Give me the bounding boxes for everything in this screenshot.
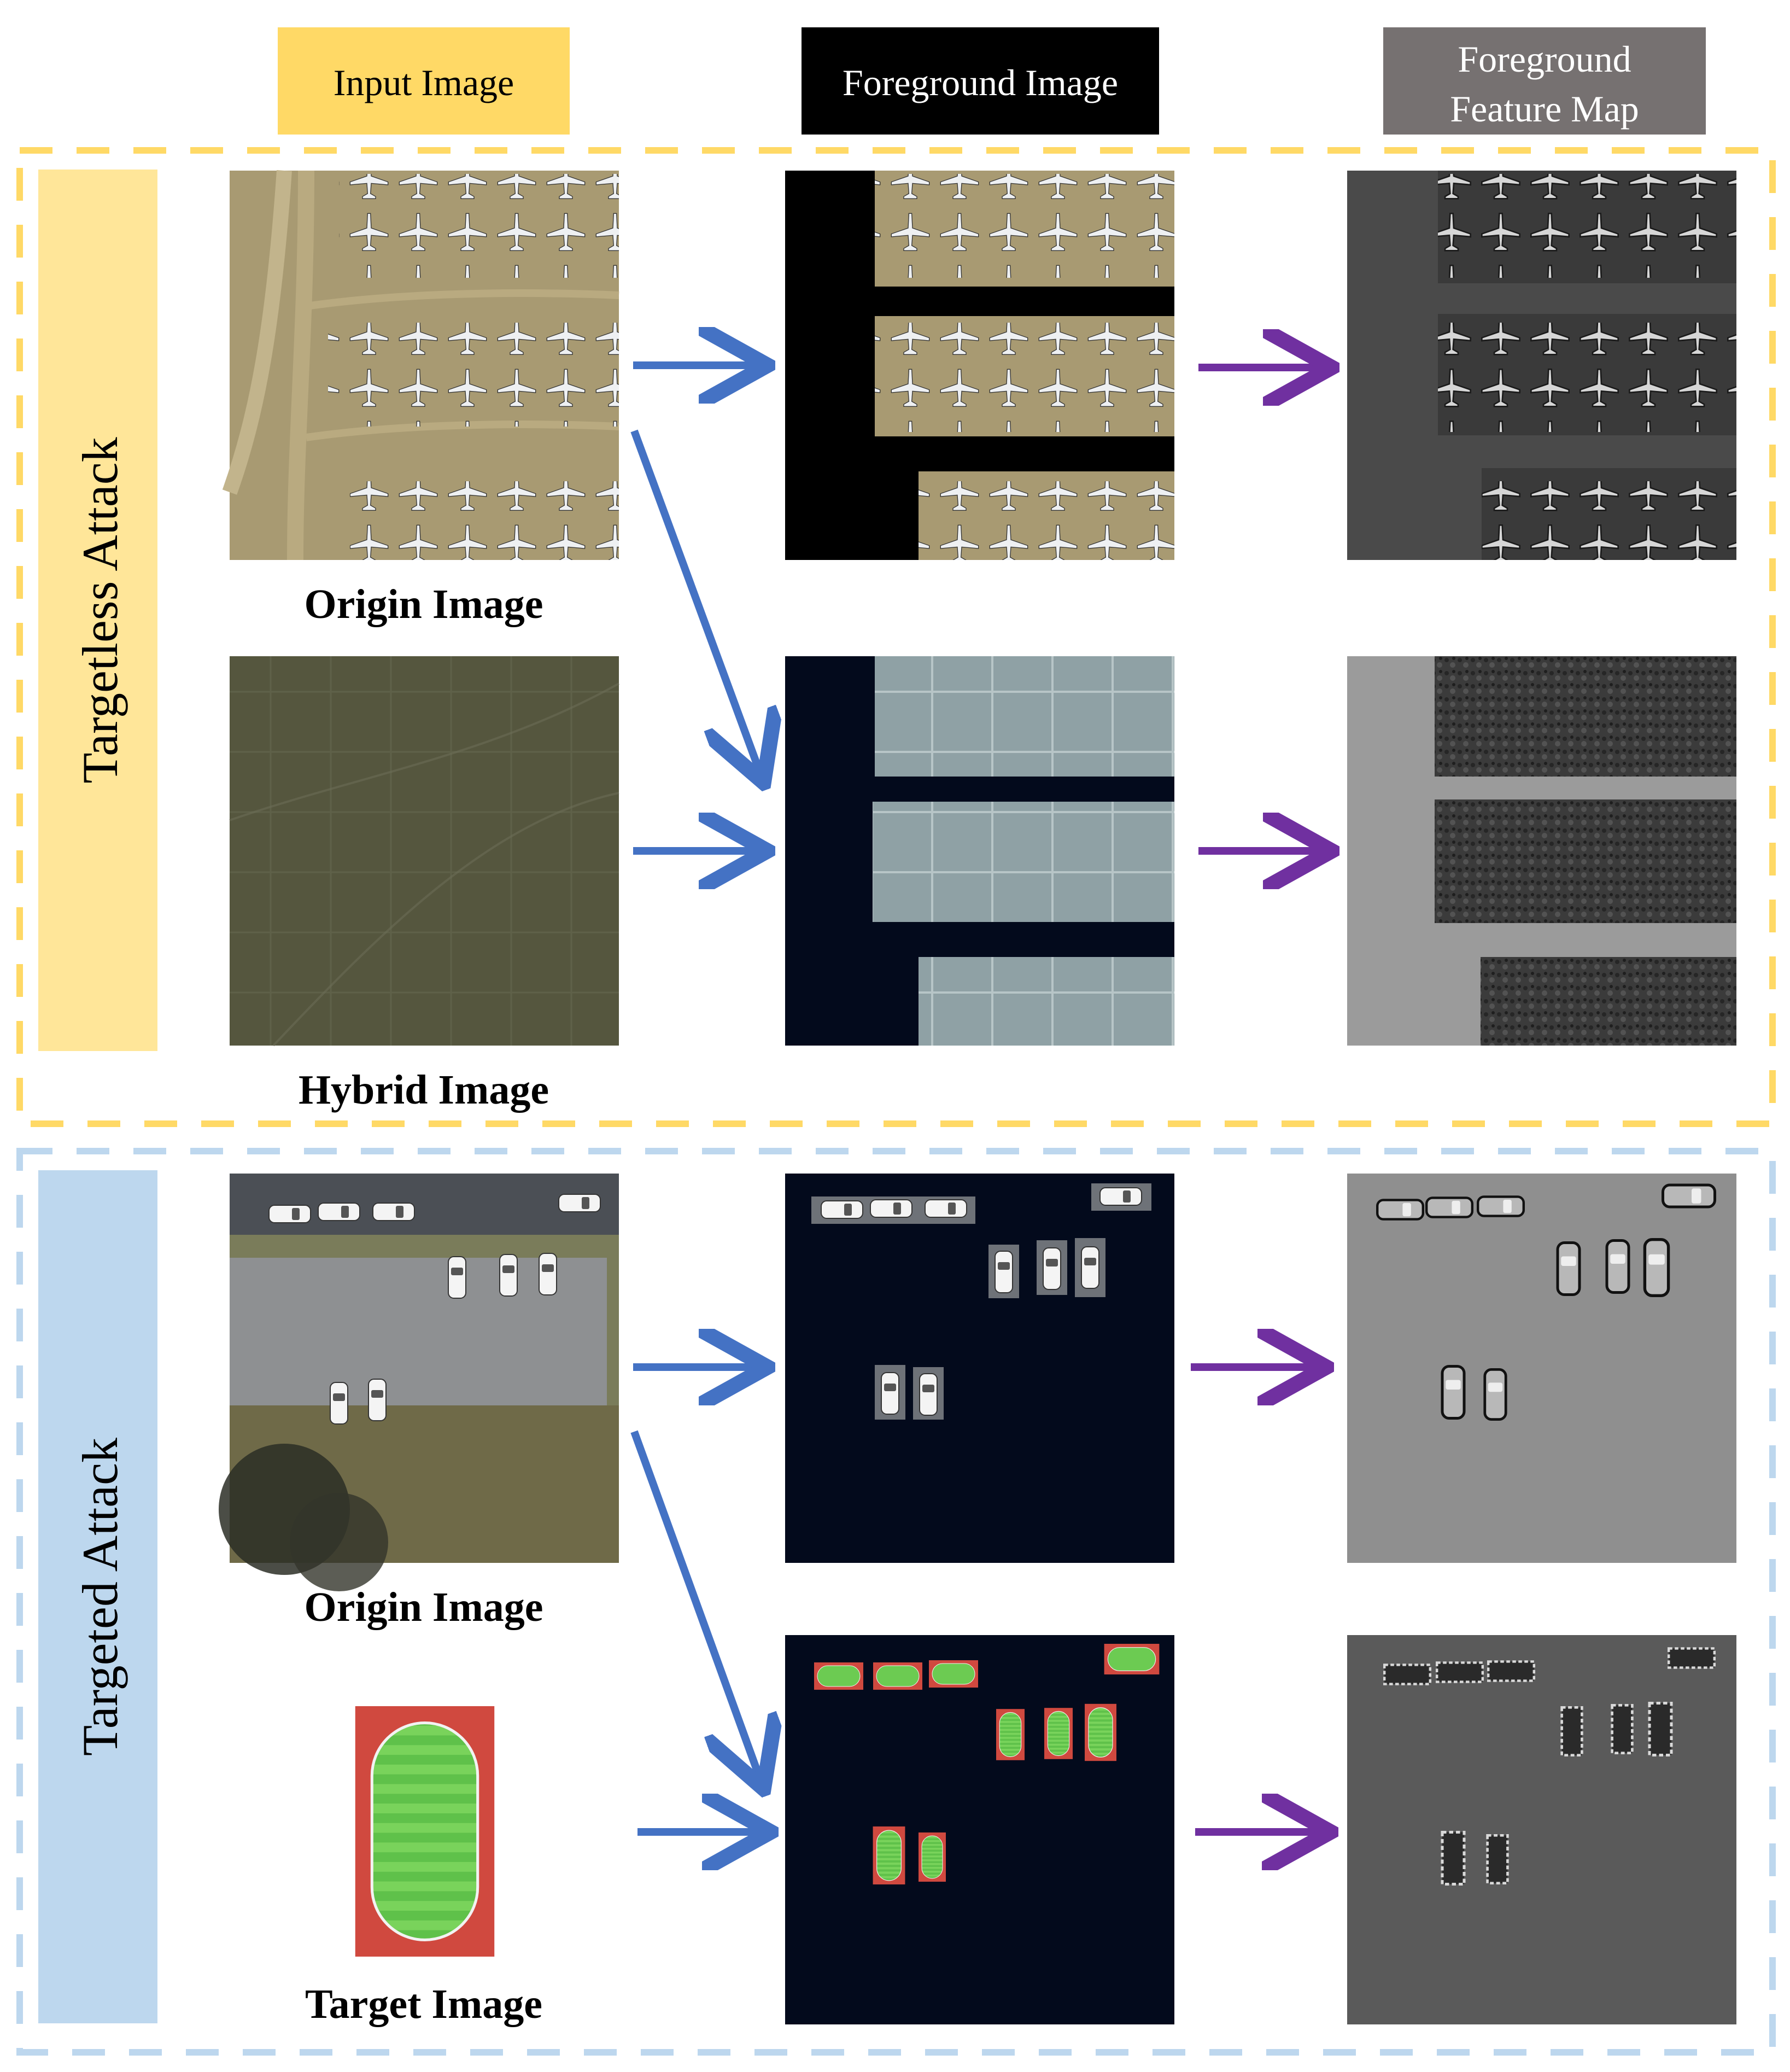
foreground-image-hybrid: [785, 656, 1174, 1046]
car-icon: [558, 1194, 601, 1212]
car-icon: [1478, 1196, 1524, 1216]
targetless-label: Targetless Attack: [72, 437, 128, 783]
car-icon: [821, 1200, 863, 1219]
caption-origin-image-2: Origin Image: [305, 1584, 543, 1630]
caption-hybrid-image: Hybrid Image: [299, 1067, 549, 1113]
car-icon: [1485, 1369, 1506, 1419]
car-icon: [1426, 1198, 1472, 1217]
car-icon: [1442, 1367, 1464, 1419]
aircraft-row-3: [350, 481, 619, 560]
caption-origin-image-1: Origin Image: [305, 581, 543, 627]
targeted-dashed-border: [16, 1148, 1776, 2056]
car-icon: [318, 1203, 360, 1221]
car-icon: [919, 1373, 938, 1416]
car-icon: [1377, 1200, 1423, 1219]
feature-map-fields: [1347, 1635, 1736, 2024]
sports-field-icon: [996, 1708, 1025, 1761]
car-icon: [881, 1372, 899, 1415]
header-foreground-label: Foreground Image: [843, 62, 1118, 103]
origin-image-aircraft: [222, 170, 619, 561]
car-icon: [1043, 1247, 1061, 1290]
foreground-image-cars: [785, 1174, 1174, 1563]
foreground-image-aircraft: [785, 171, 1174, 560]
feature-blob: [1669, 1648, 1715, 1667]
feature-map-hybrid: [1347, 656, 1736, 1046]
feature-blob: [1488, 1835, 1508, 1883]
arrow-origin-to-target-foreground: [630, 1430, 761, 1782]
feature-map-aircraft: [1347, 171, 1736, 560]
feature-blob: [1437, 1662, 1483, 1682]
feature-blob: [1442, 1832, 1464, 1884]
sports-field-icon: [1085, 1703, 1116, 1761]
car-icon: [268, 1205, 311, 1223]
feature-blob: [1384, 1665, 1430, 1684]
origin-image-parking: [219, 1174, 619, 1591]
feature-blob: [1488, 1661, 1534, 1680]
car-icon: [1558, 1243, 1580, 1295]
sports-field-icon: [814, 1662, 864, 1690]
target-image-sports-field: [355, 1706, 494, 1957]
targetless-section: Targetless Attack: [16, 147, 1776, 1127]
aircraft-row-1: [339, 174, 619, 278]
sports-field-icon: [873, 1662, 923, 1690]
car-icon: [368, 1379, 387, 1421]
hybrid-image: [229, 656, 619, 1047]
sports-field-icon: [928, 1660, 979, 1688]
car-icon: [330, 1382, 348, 1425]
targeted-section: Targeted Attack: [16, 1148, 1776, 2056]
header-feature-label-2: Feature Map: [1450, 88, 1639, 130]
car-icon: [499, 1254, 518, 1297]
foreground-image-fields: [785, 1635, 1174, 2024]
header-input-image: Input Image: [278, 27, 570, 135]
car-icon: [539, 1253, 557, 1295]
car-icon: [1607, 1241, 1629, 1293]
car-icon: [448, 1256, 466, 1299]
feature-blob: [1612, 1705, 1633, 1753]
feature-blob: [1562, 1707, 1582, 1755]
car-icon: [1099, 1187, 1142, 1206]
targetless-dashed-border: [16, 147, 1776, 1127]
sports-field-icon: [873, 1826, 905, 1884]
caption-target-image: Target Image: [305, 1981, 542, 2027]
arrow-origin-to-hybrid-foreground: [630, 429, 761, 775]
car-icon: [1645, 1240, 1668, 1296]
sports-field-icon: [1103, 1644, 1160, 1674]
targetless-side-panel: [38, 170, 157, 1051]
targeted-side-panel: [38, 1170, 157, 2023]
targeted-label: Targeted Attack: [72, 1438, 128, 1756]
car-icon: [870, 1199, 912, 1218]
car-icon: [925, 1199, 967, 1218]
feature-blob: [1649, 1703, 1671, 1755]
car-icon: [995, 1251, 1013, 1293]
car-icon: [372, 1203, 415, 1221]
header-input-label: Input Image: [334, 62, 514, 103]
header-feature-label-1: Foreground: [1458, 38, 1631, 80]
sports-field-icon: [919, 1832, 946, 1882]
header-foreground-image: Foreground Image: [802, 27, 1159, 135]
car-icon: [1663, 1185, 1715, 1207]
aircraft-row-2: [328, 323, 619, 427]
feature-map-cars: [1347, 1174, 1736, 1563]
header-feature-map: Foreground Feature Map: [1383, 27, 1706, 135]
car-icon: [1081, 1246, 1099, 1289]
sports-field-icon: [1044, 1707, 1073, 1760]
